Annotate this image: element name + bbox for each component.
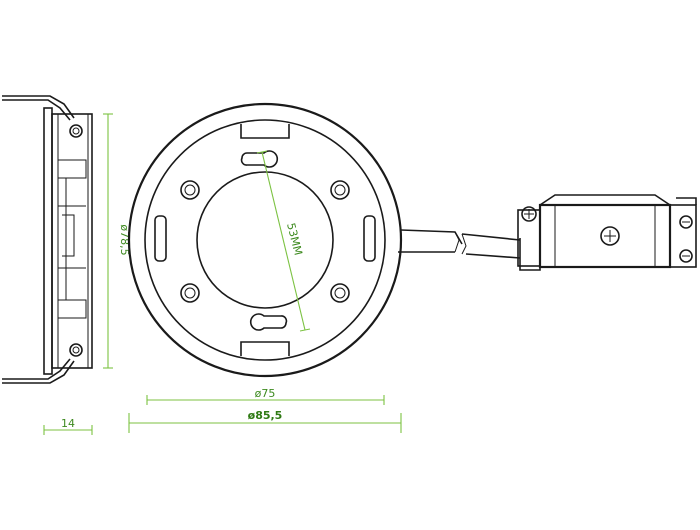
cross-screw-icon: [600, 226, 620, 246]
screw-boss-icon: [180, 180, 200, 200]
terminal-block: [517, 194, 697, 271]
front-view: [127, 102, 697, 378]
mounting-distance-label: 53MM: [284, 222, 305, 257]
inner-diameter-label: ø75: [255, 387, 276, 400]
depth-dimension-label: 14: [61, 417, 75, 430]
inner-diameter-dimension: ø75: [146, 387, 385, 405]
height-dimension-label: ø78,5: [118, 224, 131, 255]
terminal-screw-icon: [521, 206, 537, 222]
outer-diameter-dimension: ø85,5: [128, 409, 402, 433]
depth-dimension: 14: [43, 417, 93, 435]
side-view: [2, 95, 93, 384]
height-dimension: ø78,5: [103, 113, 131, 369]
mounting-distance-dimension: 53MM: [256, 150, 311, 332]
outer-diameter-label: ø85,5: [248, 409, 283, 422]
